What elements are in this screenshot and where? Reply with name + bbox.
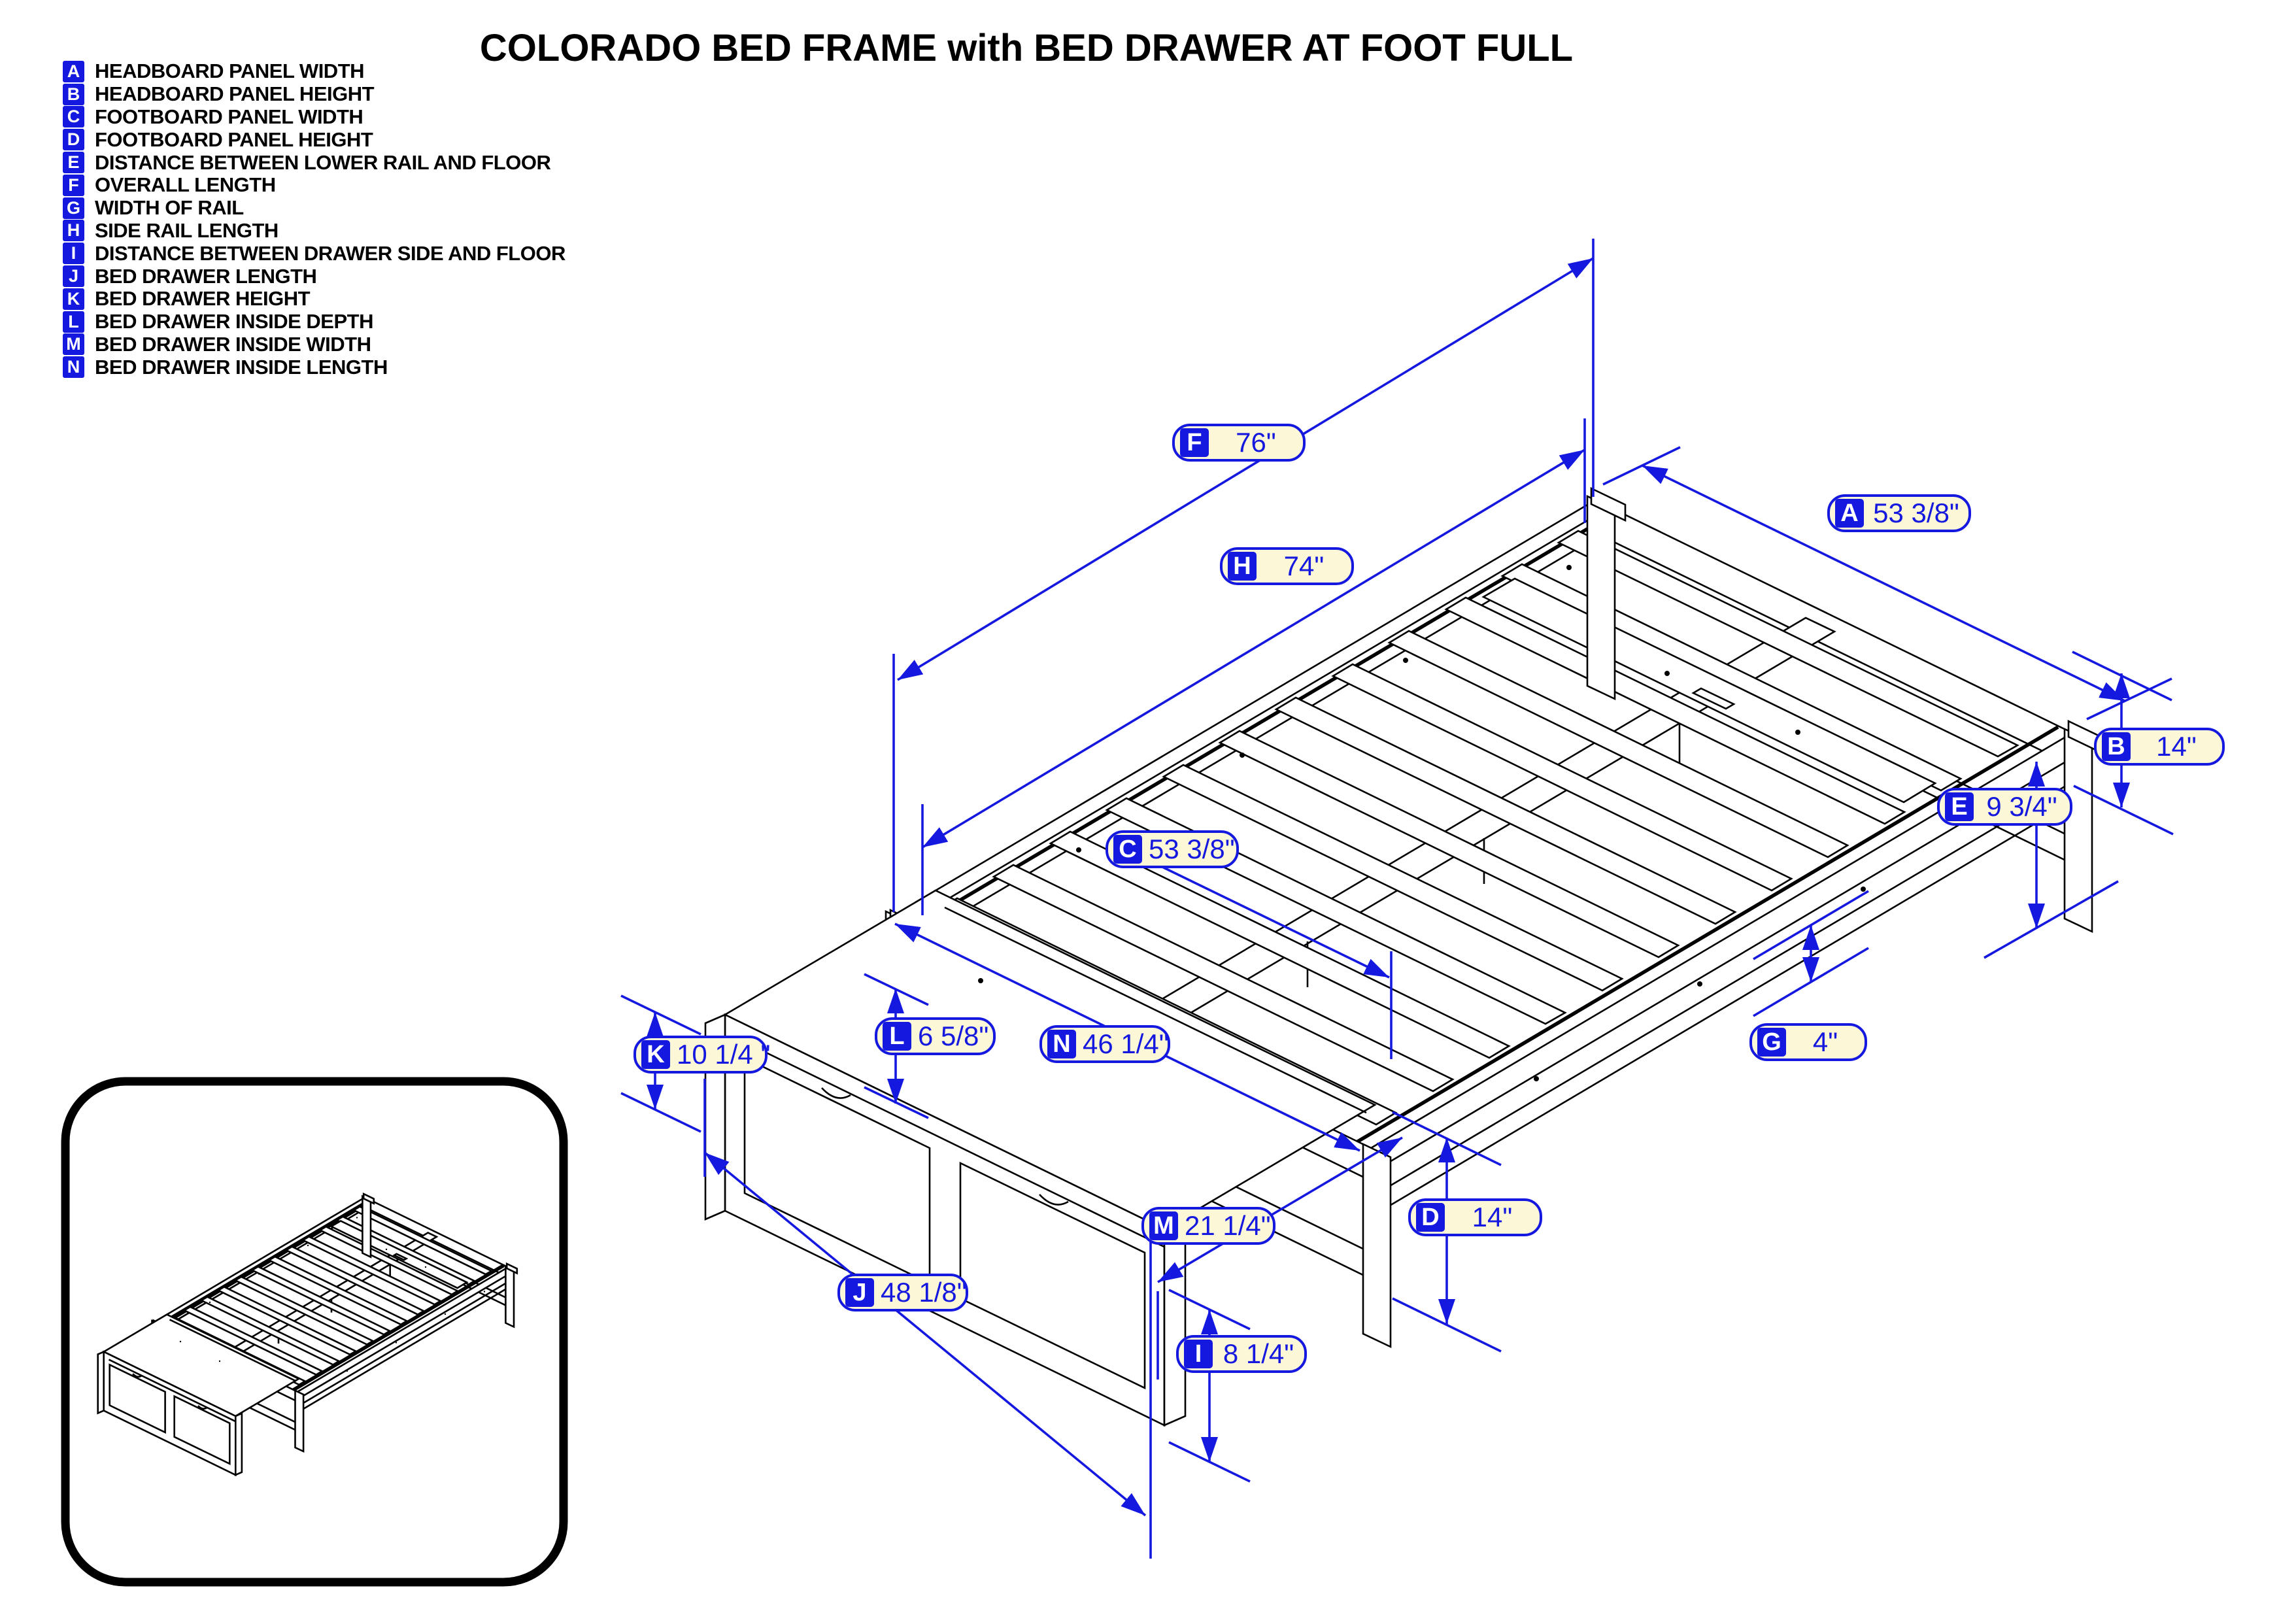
dim-value-J: 48 1/8" — [881, 1277, 967, 1308]
legend-row-K: K BED DRAWER HEIGHT — [63, 287, 566, 311]
legend-badge-H: H — [63, 220, 84, 242]
dim-value-N: 46 1/4" — [1083, 1028, 1169, 1059]
dim-value-G: 4" — [1812, 1026, 1838, 1057]
dim-value-D: 14" — [1472, 1202, 1513, 1232]
dim-label-E: E 9 3/4" — [1937, 788, 2072, 826]
legend-row-H: H SIDE RAIL LENGTH — [63, 218, 566, 243]
side-rail-right — [1357, 727, 2072, 1217]
legend-label-J: BED DRAWER LENGTH — [95, 264, 317, 288]
legend-label-H: SIDE RAIL LENGTH — [95, 218, 279, 242]
dim-label-A: A 53 3/8" — [1827, 494, 1971, 532]
dim-badge-H: H — [1228, 552, 1257, 581]
dim-badge-N: N — [1047, 1030, 1076, 1058]
dim-badge-E: E — [1945, 792, 1974, 821]
dim-badge-B: B — [2102, 732, 2131, 761]
legend-row-F: F OVERALL LENGTH — [63, 173, 566, 197]
dim-badge-D: D — [1416, 1203, 1445, 1232]
dim-value-I: 8 1/4" — [1223, 1338, 1294, 1369]
dim-badge-F: F — [1180, 428, 1209, 457]
legend-row-I: I DISTANCE BETWEEN DRAWER SIDE AND FLOOR — [63, 242, 566, 265]
legend-badge-L: L — [63, 311, 84, 333]
legend-badge-J: J — [63, 265, 84, 288]
legend-label-K: BED DRAWER HEIGHT — [95, 287, 311, 311]
dim-value-B: 14" — [2156, 731, 2197, 762]
legend-badge-C: C — [63, 106, 84, 128]
legend-row-G: G WIDTH OF RAIL — [63, 196, 566, 220]
legend-label-C: FOOTBOARD PANEL WIDTH — [95, 105, 363, 128]
dim-label-F: F 76" — [1172, 424, 1306, 462]
inset-border — [61, 1077, 568, 1587]
legend-badge-N: N — [63, 356, 84, 379]
legend-row-N: N BED DRAWER INSIDE LENGTH — [63, 356, 566, 379]
inset-thumbnail — [61, 1077, 568, 1587]
legend-label-B: HEADBOARD PANEL HEIGHT — [95, 82, 375, 106]
legend-badge-B: B — [63, 83, 84, 105]
dim-badge-I: I — [1184, 1340, 1213, 1368]
legend-label-M: BED DRAWER INSIDE WIDTH — [95, 332, 371, 356]
dim-badge-K: K — [641, 1040, 670, 1069]
legend-label-I: DISTANCE BETWEEN DRAWER SIDE AND FLOOR — [95, 241, 566, 265]
legend: A HEADBOARD PANEL WIDTH B HEADBOARD PANEL … — [63, 59, 566, 379]
dim-value-M: 21 1/4" — [1185, 1210, 1271, 1241]
legend-badge-G: G — [63, 197, 84, 219]
dim-badge-G: G — [1757, 1028, 1786, 1057]
dim-label-G: G 4" — [1749, 1023, 1867, 1061]
dim-badge-M: M — [1149, 1211, 1178, 1240]
dim-label-D: D 14" — [1408, 1198, 1542, 1236]
dim-value-A: 53 3/8" — [1873, 498, 1959, 528]
legend-row-J: J BED DRAWER LENGTH — [63, 265, 566, 288]
legend-badge-E: E — [63, 152, 84, 174]
legend-label-G: WIDTH OF RAIL — [95, 196, 244, 220]
legend-badge-A: A — [63, 60, 84, 82]
dim-value-F: 76" — [1236, 427, 1276, 458]
legend-label-L: BED DRAWER INSIDE DEPTH — [95, 310, 373, 333]
dim-value-K: 10 1/4 " — [677, 1039, 771, 1070]
legend-row-A: A HEADBOARD PANEL WIDTH — [63, 59, 566, 83]
legend-row-C: C FOOTBOARD PANEL WIDTH — [63, 105, 566, 129]
dim-value-H: 74" — [1283, 550, 1325, 581]
legend-badge-F: F — [63, 174, 84, 196]
dim-badge-A: A — [1835, 499, 1864, 528]
dim-badge-C: C — [1113, 835, 1142, 864]
legend-row-D: D FOOTBOARD PANEL HEIGHT — [63, 128, 566, 151]
page-title: COLORADO BED FRAME with BED DRAWER AT FO… — [479, 27, 1574, 69]
dim-value-L: 6 5/8" — [918, 1021, 989, 1051]
legend-row-B: B HEADBOARD PANEL HEIGHT — [63, 82, 566, 106]
dim-label-I: I 8 1/4" — [1176, 1335, 1307, 1373]
legend-row-E: E DISTANCE BETWEEN LOWER RAIL AND FLOOR — [63, 151, 566, 174]
legend-label-N: BED DRAWER INSIDE LENGTH — [95, 355, 388, 379]
legend-label-F: OVERALL LENGTH — [95, 173, 276, 197]
legend-label-A: HEADBOARD PANEL WIDTH — [95, 59, 365, 83]
legend-badge-D: D — [63, 129, 84, 151]
legend-row-L: L BED DRAWER INSIDE DEPTH — [63, 310, 566, 333]
dim-badge-J: J — [845, 1278, 874, 1307]
dim-badge-L: L — [883, 1022, 911, 1051]
legend-badge-K: K — [63, 288, 84, 310]
legend-badge-M: M — [63, 333, 84, 356]
legend-label-D: FOOTBOARD PANEL HEIGHT — [95, 127, 373, 151]
dimension-lines — [620, 239, 2174, 1559]
legend-label-E: DISTANCE BETWEEN LOWER RAIL AND FLOOR — [95, 150, 551, 174]
dim-label-B: B 14" — [2094, 728, 2225, 766]
dim-label-H: H 74" — [1220, 547, 1354, 585]
dim-value-E: 9 3/4" — [1986, 791, 2057, 822]
dim-value-C: 53 3/8" — [1149, 834, 1235, 864]
legend-row-M: M BED DRAWER INSIDE WIDTH — [63, 333, 566, 356]
legend-badge-I: I — [63, 243, 84, 265]
